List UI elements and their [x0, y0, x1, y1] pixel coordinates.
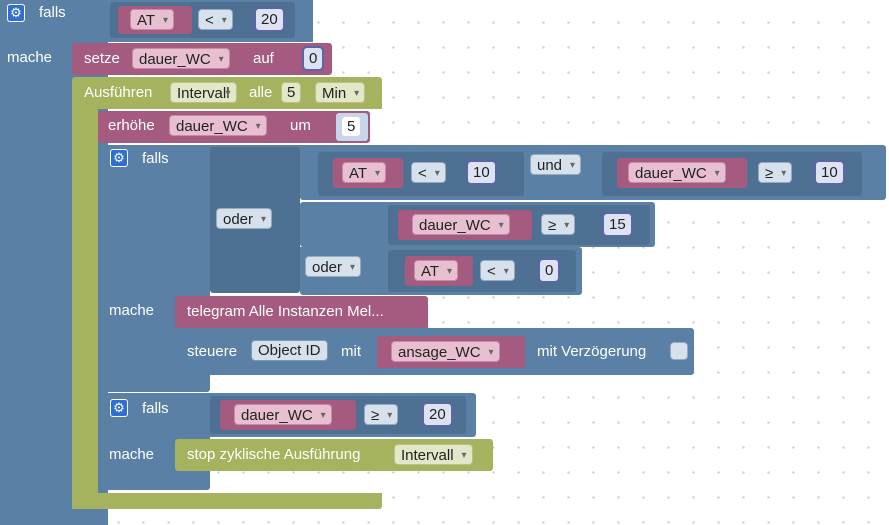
compare-b-value[interactable]: 10 — [816, 162, 843, 183]
compare-c-var-dropdown[interactable]: dauer_WC — [412, 214, 510, 236]
interval-footer[interactable] — [72, 493, 382, 509]
third-if-do-label: mache — [109, 446, 155, 463]
increment-value-field[interactable]: 5 — [341, 116, 362, 137]
compare-c-op-dropdown[interactable]: ≥ — [541, 214, 576, 236]
and-operator-dropdown[interactable]: und — [530, 154, 582, 176]
increment-by-label: um — [290, 117, 311, 134]
compare-a-op-dropdown[interactable]: < — [411, 162, 446, 184]
set-value[interactable]: 0 — [304, 48, 323, 69]
control-var-dropdown[interactable]: ansage_WC — [391, 341, 500, 363]
compare-b-var-dropdown[interactable]: dauer_WC — [628, 162, 726, 184]
control-delay-checkbox[interactable] — [670, 342, 688, 360]
compare-d-var-dropdown[interactable]: AT — [414, 260, 459, 282]
compare-c-number[interactable]: 15 — [602, 212, 633, 237]
control-delay-label: mit Verzögerung — [537, 343, 647, 360]
compare-a-number[interactable]: 10 — [466, 160, 497, 185]
compare-a-var-dropdown[interactable]: AT — [342, 162, 387, 184]
compare-d-value[interactable]: 0 — [540, 260, 559, 281]
outer-if-gear-icon[interactable]: ⚙ — [7, 4, 25, 22]
inner-if-do-row[interactable] — [98, 290, 178, 310]
outer-if-do-label: mache — [7, 49, 53, 66]
interval-body-left[interactable] — [72, 109, 98, 509]
compare-b-number[interactable]: 10 — [814, 160, 845, 185]
third-compare-number[interactable]: 20 — [422, 402, 453, 427]
set-variable-dropdown[interactable]: dauer_WC — [132, 48, 230, 70]
stop-interval-dropdown[interactable]: Intervall — [394, 444, 473, 466]
inner-if-label: falls — [142, 150, 169, 167]
compare-d-number[interactable]: 0 — [538, 258, 561, 283]
inner-if-do-label: mache — [109, 302, 155, 319]
set-label: setze — [84, 50, 120, 67]
or-operator-dropdown-2[interactable]: oder — [305, 256, 362, 278]
control-object-field[interactable]: Object ID — [251, 340, 328, 361]
third-compare-var-dropdown[interactable]: dauer_WC — [234, 404, 332, 426]
compare-d-op-dropdown[interactable]: < — [480, 260, 515, 282]
increment-variable-dropdown[interactable]: dauer_WC — [169, 115, 267, 137]
interval-name-field[interactable]: Intervall — [170, 82, 237, 104]
interval-label: Ausführen — [84, 84, 153, 101]
telegram-label: telegram Alle Instanzen Mel... — [187, 303, 384, 320]
outer-compare-var-dropdown[interactable]: AT — [130, 9, 175, 31]
set-value-number[interactable]: 0 — [302, 46, 325, 71]
or-operator-dropdown-1[interactable]: oder — [216, 208, 273, 230]
compare-c-value[interactable]: 15 — [604, 214, 631, 235]
inner-if-gear-icon[interactable]: ⚙ — [110, 149, 128, 167]
interval-every-label: alle — [249, 84, 273, 101]
outer-compare-number-value[interactable]: 20 — [256, 9, 283, 30]
third-if-gear-icon[interactable]: ⚙ — [110, 399, 128, 417]
compare-a-value[interactable]: 10 — [468, 162, 495, 183]
stop-label: stop zyklische Ausführung — [187, 446, 361, 463]
third-compare-value[interactable]: 20 — [424, 404, 451, 425]
telegram-block[interactable] — [175, 296, 428, 328]
outer-if-label: falls — [39, 4, 66, 21]
compare-b-op-dropdown[interactable]: ≥ — [758, 162, 793, 184]
set-to-label: auf — [253, 50, 274, 67]
outer-compare-number[interactable]: 20 — [254, 7, 285, 32]
control-label: steuere — [187, 343, 238, 360]
control-with-label: mit — [341, 343, 361, 360]
increment-label: erhöhe — [108, 117, 155, 134]
outer-compare-op-dropdown[interactable]: < — [198, 9, 233, 31]
interval-value-field[interactable]: 5 — [281, 82, 302, 103]
third-compare-op-dropdown[interactable]: ≥ — [364, 404, 399, 426]
third-if-label: falls — [142, 400, 169, 417]
interval-unit-dropdown[interactable]: Min — [315, 82, 366, 104]
outer-if-do-row[interactable] — [0, 42, 72, 70]
